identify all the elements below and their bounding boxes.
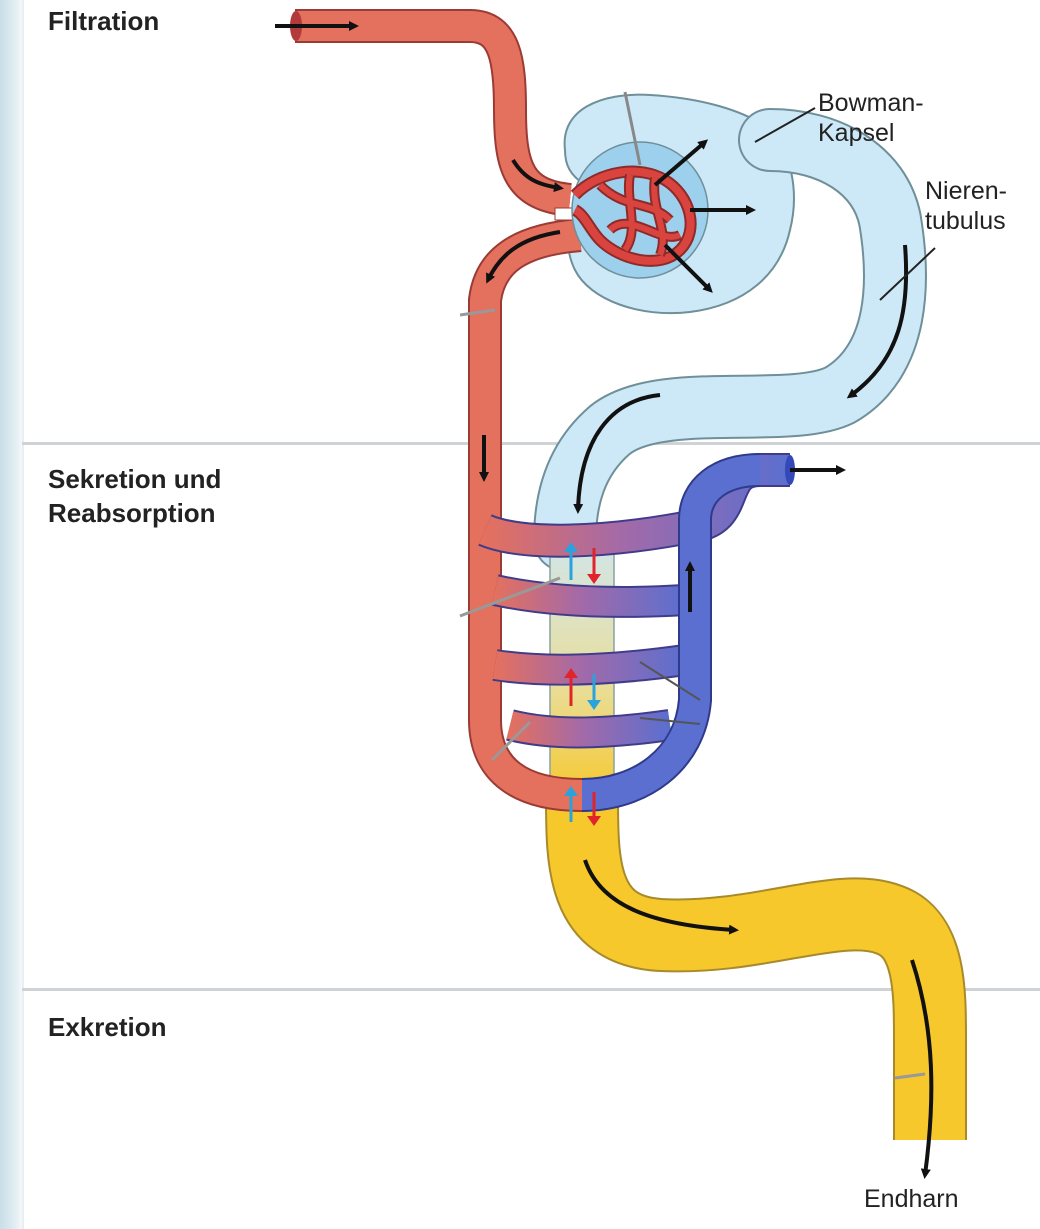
section-title-secretion-line2: Reabsorption [48,496,221,530]
collecting-duct [582,790,930,1140]
section-title-secretion-line1: Sekretion und [48,462,221,496]
label-nierentubulus: Nieren- tubulus [925,176,1007,236]
section-title-excretion: Exkretion [48,1010,167,1044]
label-tubulus-line2: tubulus [925,206,1007,236]
label-tubulus-line1: Nieren- [925,176,1007,206]
label-bowman-capsule: Bowman- Kapsel [818,88,924,148]
label-bowman-line1: Bowman- [818,88,924,118]
section-title-filtration: Filtration [48,4,159,38]
label-bowman-line2: Kapsel [818,118,924,148]
peritubular-capillaries [485,455,795,795]
label-endharn: Endharn [864,1184,959,1214]
section-title-secretion: Sekretion und Reabsorption [48,462,221,530]
